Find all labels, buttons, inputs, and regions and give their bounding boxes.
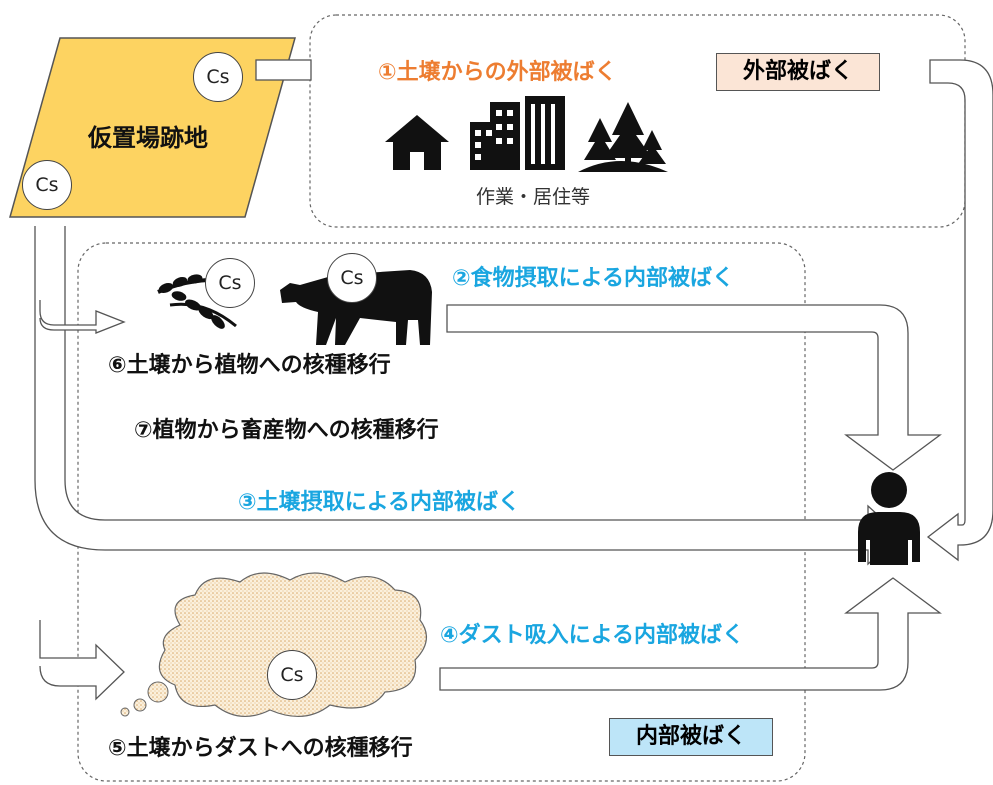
dust-inhalation-arrow [439,577,942,691]
pathway-1-label: ①土壌からの外部被ばく [378,60,617,85]
pathway-4-label: ④ダスト吸入による内部被ばく [440,623,744,648]
dust-bubble-small [120,707,130,717]
pathway-3-label: ③土壌摂取による内部被ばく [238,490,520,515]
source-label: 仮置場跡地 [88,124,208,152]
rice-plant-icon [157,274,237,329]
cs-label: Cs [35,174,59,196]
cs-marker-cow: Cs [327,253,377,303]
cs-marker-rice: Cs [205,258,255,308]
pathway-2-label: ②食物摂取による内部被ばく [452,266,734,291]
food-ingestion-arrow [446,304,942,471]
person-icon [858,472,920,565]
cs-marker-source-bottom: Cs [22,160,72,210]
cs-label: Cs [280,664,304,686]
external-exposure-tag: 外部被ばく [716,53,880,91]
internal-exposure-tag: 内部被ばく [609,718,773,756]
transfer-6-label: ⑥土壌から植物への核種移行 [108,353,391,378]
cs-marker-dust: Cs [267,650,317,700]
soil-to-dust-arrow [39,620,125,701]
cs-marker-source-top: Cs [193,52,243,102]
dust-bubble-large [147,681,169,703]
cow-icon [280,270,432,345]
dust-bubble-medium [133,698,147,712]
cs-label: Cs [206,66,230,88]
transfer-7-label: ⑦植物から畜産物への核種移行 [134,418,439,443]
transfer-5-label: ⑤土壌からダストへの核種移行 [108,736,413,761]
soil-to-plant-arrow [39,300,126,334]
source-external-connector [255,59,312,81]
cs-label: Cs [340,267,364,289]
external-exposure-arrow [926,59,993,562]
dust-cloud-icon [158,572,427,718]
activities-label: 作業・居住等 [476,186,591,208]
buildings-icon [470,96,565,170]
external-exposure-region [309,14,966,228]
soil-ingestion-arrow [34,226,901,566]
cs-label: Cs [218,272,242,294]
trees-icon [578,102,668,172]
house-icon [385,115,449,170]
